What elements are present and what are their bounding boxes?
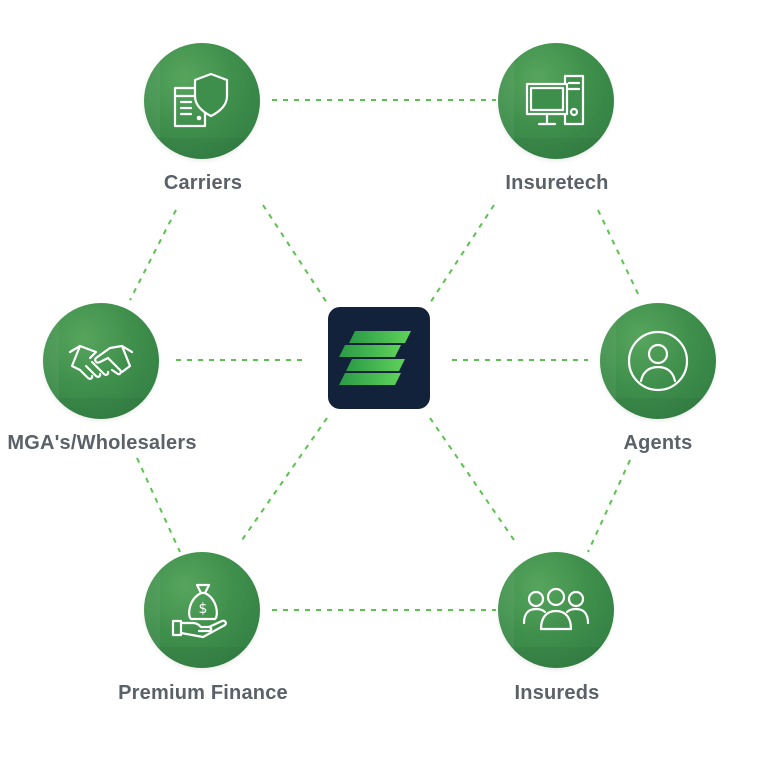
node-insureds bbox=[498, 552, 614, 668]
label-insureds: Insureds bbox=[514, 682, 600, 704]
handshake-icon bbox=[68, 344, 134, 380]
node-insuretech bbox=[498, 43, 614, 159]
user-circle-icon bbox=[627, 330, 689, 392]
link-hub-insureds bbox=[429, 417, 515, 541]
server-shield-icon bbox=[173, 72, 229, 128]
node-premium-finance: $ bbox=[144, 552, 260, 668]
node-carriers bbox=[144, 43, 260, 159]
label-mgas-wholesalers: MGA's/Wholesalers bbox=[7, 432, 197, 454]
link-insuretech-agents bbox=[597, 209, 641, 299]
label-carriers: Carriers bbox=[163, 172, 243, 194]
node-mgas-wholesalers bbox=[43, 303, 159, 419]
link-mgas-premium bbox=[136, 457, 181, 553]
user-group-icon bbox=[522, 587, 590, 631]
link-agents-insureds bbox=[587, 459, 631, 553]
svg-text:$: $ bbox=[199, 601, 208, 617]
stacked-stripes-logo-icon bbox=[339, 331, 411, 385]
link-carriers-mgas bbox=[129, 209, 177, 301]
link-hub-premium bbox=[241, 417, 328, 541]
computer-tower-icon bbox=[525, 74, 585, 126]
hub-logo bbox=[328, 307, 430, 409]
label-premium-finance: Premium Finance bbox=[118, 682, 288, 704]
link-hub-carriers bbox=[262, 204, 328, 304]
label-insuretech: Insuretech bbox=[505, 172, 609, 194]
node-agents bbox=[600, 303, 716, 419]
link-hub-insuretech bbox=[429, 204, 495, 304]
money-bag-hand-icon: $ bbox=[171, 583, 227, 639]
label-agents: Agents bbox=[623, 432, 693, 454]
